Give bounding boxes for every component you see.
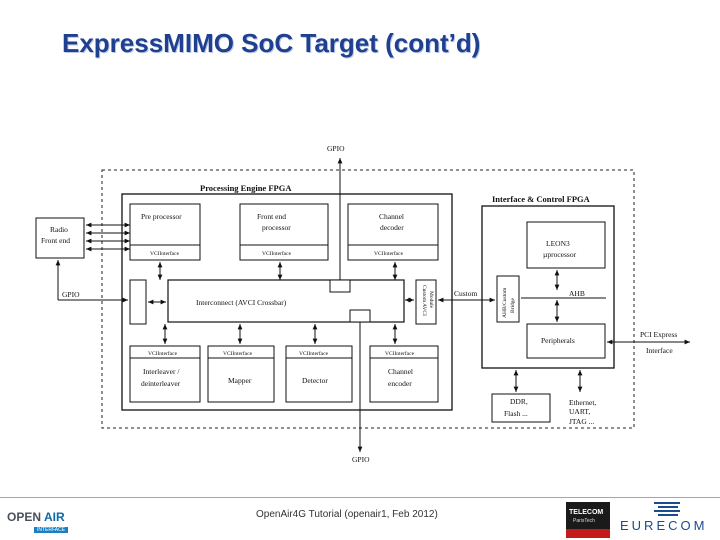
unit-name: Pre processor xyxy=(141,212,182,221)
vci-interface-label: VCIInterface xyxy=(299,350,329,357)
unit-name: processor xyxy=(262,223,291,232)
bottom-unit-interleaver: VCIInterface Interleaver / deinterleaver xyxy=(129,345,201,403)
openairinterface-logo: OPEN AIR INTERFACE xyxy=(4,508,80,538)
slide-title: ExpressMIMO SoC Target (cont’d) xyxy=(62,28,481,58)
unit-name: decoder xyxy=(380,223,404,232)
ahb-bridge-label-line2: Bridge xyxy=(510,297,516,313)
radio-front-end-box xyxy=(35,217,85,259)
footer-divider xyxy=(0,497,720,498)
bottom-unit-channel-encoder: VCIInterface Channel encoder xyxy=(369,345,439,403)
pci-express-line1: PCI Express xyxy=(640,330,677,339)
gpio-top-label: GPIO xyxy=(327,144,345,153)
custom-label: Custom xyxy=(454,289,478,298)
unit-name: Front end xyxy=(257,212,286,221)
gpio-bottom-label: GPIO xyxy=(352,455,370,464)
logo-telecom-name: TELECOM xyxy=(569,509,604,516)
radio-label-line2: Front end xyxy=(41,236,70,245)
eurecom-bars-icon xyxy=(654,502,680,516)
ahb-custom-bridge xyxy=(496,275,520,323)
bottom-unit-mapper: VCIInterface Mapper xyxy=(207,345,275,403)
ddr-flash-line1: DDR, xyxy=(510,397,528,406)
ethernet-line3: JTAG ... xyxy=(569,417,594,426)
ddr-flash-box xyxy=(491,393,551,423)
logo-telecom-sub: ParisTech xyxy=(573,518,595,524)
vci-interface-label: VCIInterface xyxy=(385,350,415,357)
logo-oai-open: OPEN xyxy=(7,510,42,524)
unit-name: Mapper xyxy=(228,376,252,385)
interface-fpga-label: Interface & Control FPGA xyxy=(492,194,591,204)
ahb-label: AHB xyxy=(569,289,585,298)
logo-oai-air: AIR xyxy=(44,510,65,524)
unit-name: Channel xyxy=(379,212,404,221)
leon3-box xyxy=(526,221,606,269)
top-unit-pre-processor: Pre processor VCIInterface xyxy=(129,203,201,261)
top-unit-channel-decoder: Channel decoder VCIInterface xyxy=(347,203,439,261)
processing-fpga-label: Processing Engine FPGA xyxy=(200,183,292,193)
vci-interface-label: VCIInterface xyxy=(148,350,178,357)
unit-name: encoder xyxy=(388,379,412,388)
eurecom-logo: EURECOM xyxy=(618,500,714,538)
vci-interface-label: VCIInterface xyxy=(223,350,253,357)
top-unit-front-end-processor: Front end processor VCIInterface xyxy=(239,203,329,261)
logo-oai-sub: INTERFACE xyxy=(34,527,69,533)
peripherals-label: Peripherals xyxy=(541,336,575,345)
bottom-unit-detector: VCIInterface Detector xyxy=(285,345,353,403)
ethernet-line2: UART, xyxy=(569,407,590,416)
peripherals-box xyxy=(526,323,606,359)
crossbar-port-bottom xyxy=(349,309,371,323)
interface-fpga-box xyxy=(481,205,615,369)
board-outline xyxy=(101,169,635,429)
interconnect-label: Interconnect (AVCI Crossbar) xyxy=(196,298,287,307)
unit-name: Channel xyxy=(388,367,413,376)
leon3-label-line1: LEON3 xyxy=(546,239,570,248)
footer-text: OpenAir4G Tutorial (openair1, Feb 2012) xyxy=(256,509,438,520)
radio-label-line1: Radio xyxy=(50,225,68,234)
unit-name: Interleaver / xyxy=(143,367,180,376)
telecom-paristech-logo: TELECOM ParisTech xyxy=(566,502,610,538)
logo-eurecom-text: EURECOM xyxy=(620,518,708,533)
pci-express-line2: Interface xyxy=(646,346,673,355)
leon3-label-line2: µprocessor xyxy=(543,250,577,259)
crossbar-port-top xyxy=(329,279,351,293)
unit-name: deinterleaver xyxy=(141,379,181,388)
ethernet-line1: Ethernet, xyxy=(569,398,596,407)
unit-name: Detector xyxy=(302,376,328,385)
custom-avci-label-line1: Custom AVCI xyxy=(421,285,427,316)
vci-interface-label: VCIInterface xyxy=(150,250,180,257)
vci-interface-label: VCIInterface xyxy=(262,250,292,257)
custom-avci-label-line2: Module xyxy=(428,291,434,309)
gpio-left-label: GPIO xyxy=(62,290,80,299)
ddr-flash-line2: Flash ... xyxy=(504,409,528,418)
ahb-bridge-label-line1: AHB/Custom xyxy=(502,287,508,318)
custom-avci-module xyxy=(415,279,437,325)
gpio-interface-block xyxy=(129,279,147,325)
logo-telecom-stripe xyxy=(566,529,610,538)
vci-interface-label: VCIInterface xyxy=(374,250,404,257)
